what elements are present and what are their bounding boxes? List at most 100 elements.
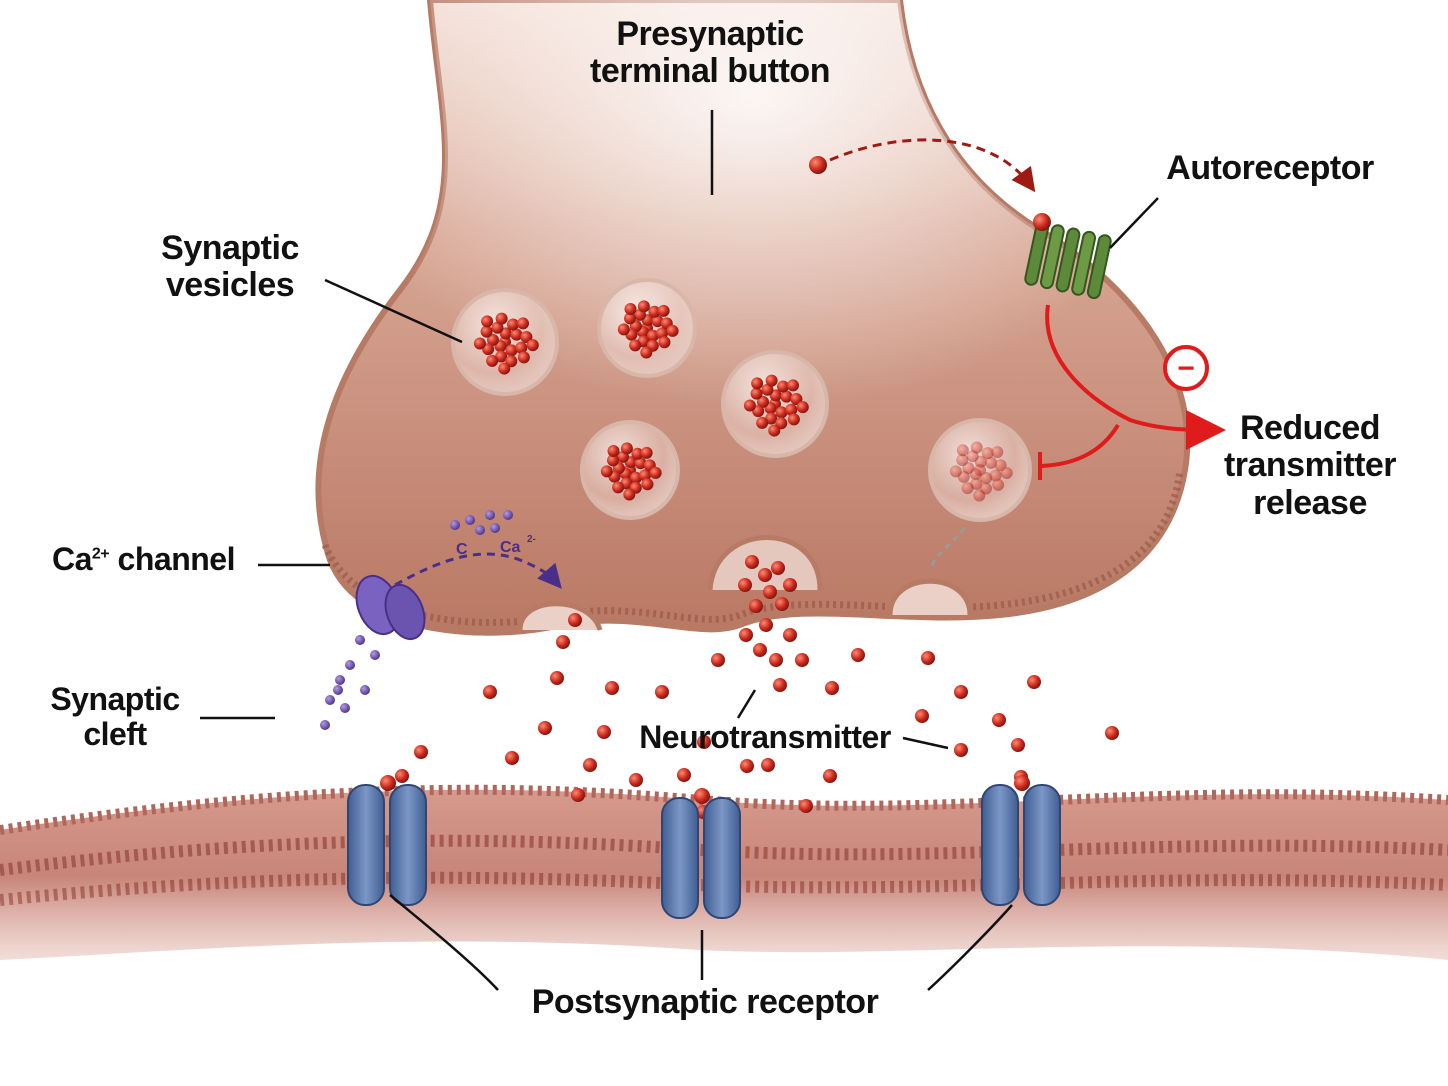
vesicle-neurotransmitter xyxy=(495,350,508,363)
neurotransmitter-molecule xyxy=(568,613,582,627)
neurotransmitter-molecule xyxy=(738,578,752,592)
neurotransmitter-molecule xyxy=(711,653,725,667)
neurotransmitter-molecule xyxy=(753,643,767,657)
neurotransmitter-molecule xyxy=(954,685,968,699)
calcium-ion xyxy=(490,523,500,533)
calcium-ion xyxy=(465,515,475,525)
vesicle-neurotransmitter xyxy=(790,393,803,406)
vesicle-neurotransmitter xyxy=(985,456,998,469)
neurotransmitter-molecule xyxy=(954,743,968,757)
vesicle-neurotransmitter xyxy=(634,457,647,470)
receptor-subunit xyxy=(347,784,385,906)
vesicle-neurotransmitter xyxy=(607,454,620,467)
vesicle-neurotransmitter xyxy=(649,466,662,479)
vesicle-neurotransmitter xyxy=(495,312,508,325)
neurotransmitter-molecule xyxy=(483,685,497,699)
bound-neurotransmitter xyxy=(1014,775,1030,791)
receptor-subunit xyxy=(981,784,1019,906)
bound-neurotransmitter xyxy=(694,788,710,804)
neurotransmitter-molecule xyxy=(783,628,797,642)
vesicle-neurotransmitter xyxy=(751,377,764,390)
vesicle xyxy=(597,278,697,378)
postsynaptic-receptor xyxy=(981,775,1061,906)
neurotransmitter-molecule xyxy=(605,681,619,695)
calcium-ion xyxy=(370,650,380,660)
label-synaptic-cleft: Synaptic cleft xyxy=(50,681,180,753)
synaptic-vesicles xyxy=(451,278,1032,522)
vesicle xyxy=(451,288,559,396)
vesicle-neurotransmitter xyxy=(989,469,1002,482)
postsynaptic-receptor xyxy=(347,775,427,906)
vesicle-neurotransmitter xyxy=(612,481,625,494)
neurotransmitter-molecule xyxy=(783,578,797,592)
vesicle-neurotransmitter xyxy=(620,442,633,455)
inhibition-sign: − xyxy=(1177,352,1195,385)
vesicle-neurotransmitter xyxy=(1000,467,1013,480)
vesicle-neurotransmitter xyxy=(517,351,530,364)
neurotransmitter-molecule xyxy=(745,555,759,569)
calcium-ion xyxy=(320,720,330,730)
vesicle-neurotransmitter xyxy=(787,379,800,392)
vesicle-neurotransmitter xyxy=(486,354,499,367)
calcium-ions xyxy=(320,510,513,730)
vesicle-neurotransmitter xyxy=(505,344,518,357)
vesicle-neurotransmitter xyxy=(480,325,493,338)
vesicle xyxy=(580,420,680,520)
vesicle-neurotransmitter xyxy=(765,374,778,387)
neurotransmitter-molecule xyxy=(769,653,783,667)
vesicle-neurotransmitter xyxy=(498,362,511,375)
vesicle-neurotransmitter xyxy=(956,444,969,457)
calcium-ion xyxy=(333,685,343,695)
vesicle-neurotransmitter xyxy=(970,441,983,454)
neurotransmitter-molecule xyxy=(739,628,753,642)
vesicle xyxy=(721,350,829,458)
vesicle-neurotransmitter xyxy=(666,324,679,337)
neurotransmitter-molecule xyxy=(395,769,409,783)
neurotransmitter-molecule xyxy=(823,769,837,783)
neurotransmitter-molecule xyxy=(761,758,775,772)
calcium-ion xyxy=(340,703,350,713)
neurotransmitter-molecule xyxy=(921,651,935,665)
vesicle-neurotransmitter xyxy=(956,454,969,467)
vesicle-neurotransmitter xyxy=(507,318,520,331)
neurotransmitter-molecule xyxy=(629,773,643,787)
calcium-ion xyxy=(335,675,345,685)
neurotransmitter-molecule xyxy=(583,758,597,772)
vesicle-neurotransmitter xyxy=(607,444,620,457)
neurotransmitter-molecule xyxy=(851,648,865,662)
vesicle xyxy=(928,418,1032,522)
vesicle-neurotransmitter xyxy=(796,401,809,414)
neurotransmitter-molecule xyxy=(556,635,570,649)
vesicle-neurotransmitter xyxy=(517,317,530,330)
fusing-vesicles xyxy=(517,535,973,631)
vesicle-neurotransmitter xyxy=(658,336,671,349)
inhibition-sign-circle xyxy=(1163,345,1209,391)
neurotransmitter-molecule xyxy=(550,671,564,685)
calcium-ion xyxy=(475,525,485,535)
receptor-subunit xyxy=(389,784,427,906)
neurotransmitter-molecule xyxy=(915,709,929,723)
postsynaptic-receptors xyxy=(347,775,1061,919)
vesicle-neurotransmitter xyxy=(780,390,793,403)
neurotransmitter-molecule xyxy=(697,735,711,749)
vesicle-neurotransmitter xyxy=(756,395,769,408)
vesicle-neurotransmitter xyxy=(510,328,523,341)
neurotransmitter-molecule xyxy=(773,678,787,692)
vesicle-neurotransmitter xyxy=(600,465,613,478)
vesicle-neurotransmitter xyxy=(981,447,994,460)
vesicle-neurotransmitter xyxy=(949,465,962,478)
label-reduced-release: Reduced transmitter release xyxy=(1223,409,1397,522)
neurotransmitter-molecule xyxy=(1105,726,1119,740)
vesicle-neurotransmitter xyxy=(617,323,630,336)
vesicle-neurotransmitter xyxy=(961,482,974,495)
vesicle-neurotransmitter xyxy=(520,331,533,344)
neurotransmitter-molecule xyxy=(1011,738,1025,752)
receptor-subunit xyxy=(1023,784,1061,906)
vesicle-neurotransmitter xyxy=(637,300,650,313)
neurotransmitter-molecules xyxy=(395,555,1119,819)
vesicle-neurotransmitter xyxy=(756,416,769,429)
bound-neurotransmitter xyxy=(1033,213,1051,231)
vesicle-neurotransmitter xyxy=(473,337,486,350)
receptor-subunit xyxy=(703,797,741,919)
